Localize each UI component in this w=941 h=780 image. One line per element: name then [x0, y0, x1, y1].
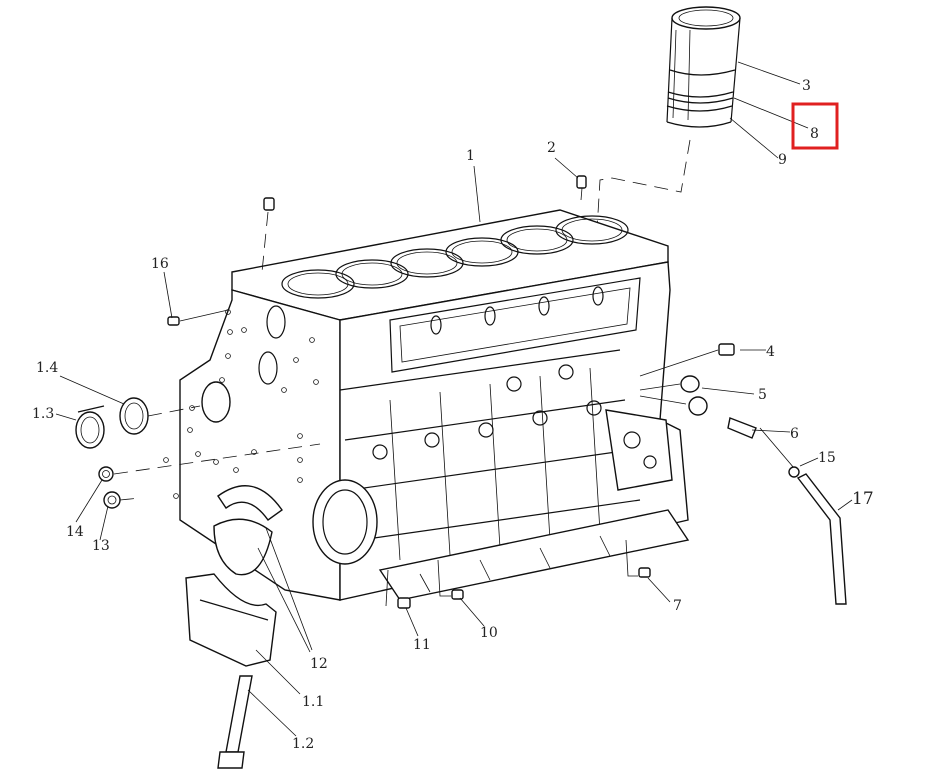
callout-1-3: 1.3: [32, 406, 54, 422]
callout-5: 5: [758, 387, 767, 403]
callout-15: 15: [818, 450, 836, 466]
plug-part: [167, 309, 229, 326]
callout-2: 2: [547, 140, 556, 156]
callout-1-4: 1.4: [36, 360, 58, 376]
fitting-part: [639, 343, 735, 377]
callout-1-1: 1.1: [302, 694, 324, 710]
bolt-part: [217, 675, 253, 769]
fitting-part: [639, 375, 700, 393]
cylinder-liner-drawing: [666, 6, 741, 128]
main-bearing-part: [213, 485, 283, 576]
engine-block-drawing: [163, 209, 690, 601]
callout-17: 17: [852, 489, 874, 509]
callout-1-2: 1.2: [292, 736, 314, 752]
sensor-part: [639, 395, 795, 469]
cam-bushing-part: [75, 397, 201, 449]
callout-9: 9: [778, 152, 787, 168]
callout-13: 13: [92, 538, 110, 554]
callout-11: 11: [413, 637, 431, 653]
callout-12: 12: [310, 656, 328, 672]
callout-10: 10: [480, 625, 498, 641]
callout-8: 8: [810, 126, 819, 142]
callout-14: 14: [66, 524, 84, 540]
dowel-pin-part: [576, 175, 587, 201]
callout-6: 6: [790, 426, 799, 442]
callout-7: 7: [673, 598, 682, 614]
callout-1: 1: [466, 148, 475, 164]
callout-4: 4: [766, 344, 775, 360]
dowel-pin-part: [261, 197, 275, 273]
bearing-cap-part: [185, 573, 277, 667]
dipstick-tube-part: [796, 473, 847, 605]
callout-3: 3: [802, 78, 811, 94]
highlight-box: [791, 102, 839, 150]
callout-16: 16: [151, 256, 169, 272]
